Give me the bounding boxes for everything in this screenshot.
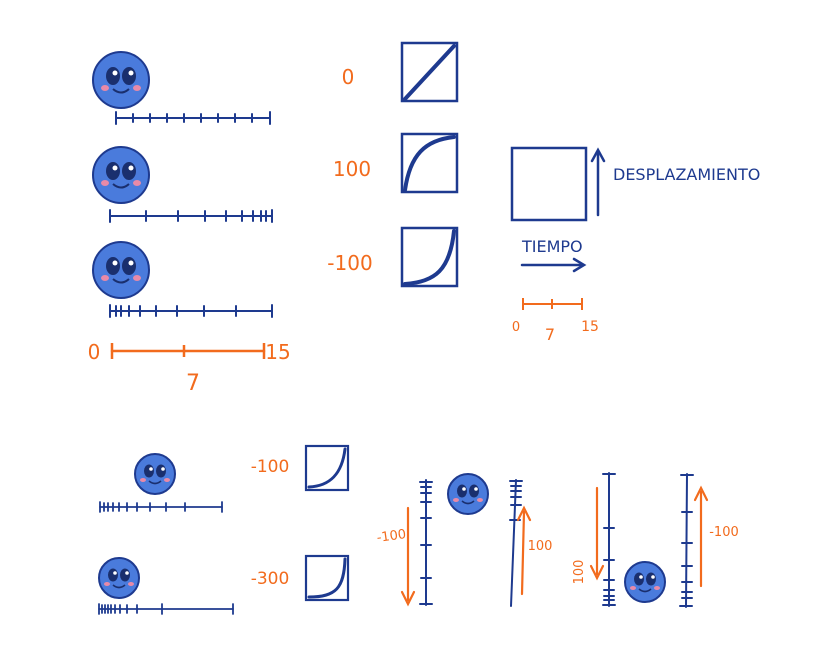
curve-row-ease-out: 100	[333, 132, 459, 194]
x-axis-label: TIEMPO	[521, 237, 583, 256]
vertical-rise-diagram-2: -100	[679, 473, 739, 608]
vertical-value-label: 100	[528, 539, 553, 554]
tick-ruler	[115, 111, 271, 125]
tick-ruler	[109, 209, 273, 223]
y-axis-arrow	[590, 147, 606, 163]
vertical-tick-ruler	[679, 473, 694, 608]
vertical-value-label: -100	[376, 527, 407, 546]
ease-in-curve	[403, 229, 456, 286]
bottom-row-1: -100	[99, 444, 350, 513]
ease-in-curve	[307, 447, 347, 489]
linear-curve	[403, 44, 456, 101]
character-face	[92, 146, 150, 204]
vertical-tick-ruler	[602, 472, 616, 607]
down-arrow	[400, 590, 416, 607]
curve-value-label: -300	[251, 569, 290, 589]
curve-value-label: 100	[333, 157, 371, 181]
up-arrow	[516, 505, 532, 522]
vertical-fall-diagram-2: 100	[572, 472, 666, 607]
curve-value-label: -100	[251, 457, 290, 477]
character-face	[624, 561, 666, 603]
scale-mid-label: 7	[186, 371, 200, 396]
x-axis-arrow	[572, 257, 587, 273]
frame-scale: 0 7 15	[88, 340, 291, 396]
legend-scale-end: 15	[581, 319, 599, 335]
character-face	[92, 241, 150, 299]
face-row-ease-out	[92, 146, 273, 223]
face-row-linear	[92, 51, 271, 125]
curve-box	[400, 132, 459, 194]
graph-legend: DESPLAZAMIENTO TIEMPO 0 7 15	[510, 146, 760, 344]
graph-box	[510, 146, 588, 222]
curve-box	[400, 226, 459, 288]
character-face	[98, 557, 140, 599]
character-face	[134, 453, 176, 495]
tick-ruler	[98, 603, 234, 615]
up-arrow	[693, 485, 709, 502]
ease-out-curve	[403, 135, 456, 192]
bottom-row-2: -300	[98, 554, 350, 615]
vertical-fall-diagram: -100	[376, 479, 433, 607]
scale-start-label: 0	[88, 340, 101, 364]
scale-end-label: 15	[265, 340, 290, 364]
vertical-value-label: 100	[572, 560, 587, 585]
face-row-ease-in	[92, 241, 273, 318]
curve-box	[304, 444, 350, 492]
legend-scale-mid: 7	[545, 325, 555, 344]
tick-ruler	[99, 501, 223, 513]
curve-value-label: -100	[327, 251, 372, 275]
vertical-value-label: -100	[709, 525, 739, 540]
legend-scale-start: 0	[512, 320, 520, 335]
vertical-tick-ruler	[509, 479, 523, 607]
curve-row-linear: 0	[342, 41, 459, 103]
character-face	[92, 51, 150, 109]
y-axis-label: DESPLAZAMIENTO	[613, 165, 760, 184]
tick-ruler	[109, 304, 273, 318]
vertical-tick-ruler	[419, 479, 433, 606]
down-arrow	[589, 564, 605, 581]
curve-box	[304, 554, 350, 602]
strong-ease-in-curve	[307, 557, 347, 599]
curve-row-ease-in: -100	[327, 226, 459, 288]
curve-box	[400, 41, 459, 103]
character-face	[447, 473, 489, 515]
vertical-rise-diagram: 100	[447, 473, 553, 607]
curve-value-label: 0	[342, 65, 355, 89]
